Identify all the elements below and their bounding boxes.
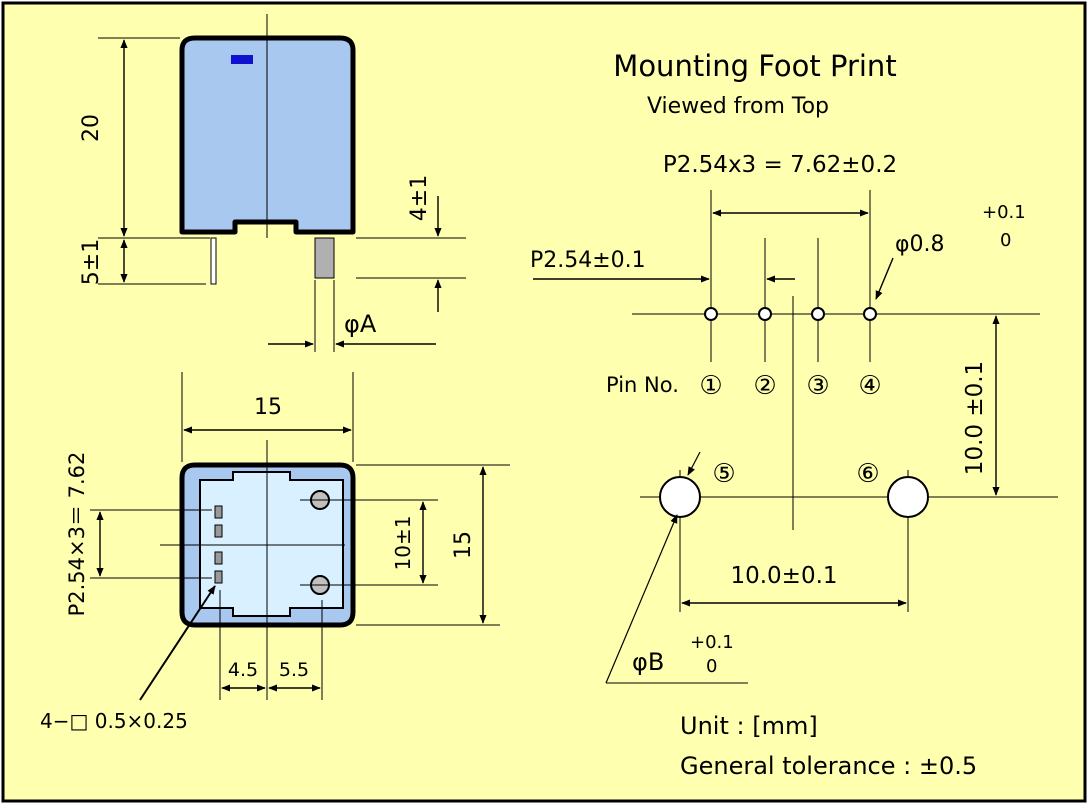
pin-size-note: 4−□ 0.5×0.25 [40, 709, 188, 733]
small-hole-tol-lower: 0 [1000, 230, 1011, 251]
pin-4-pad [214, 570, 223, 584]
height-dim: 20 [79, 114, 104, 142]
side-view: 20 5±1 4±1 φA [79, 14, 466, 352]
pin-2-label: ② [753, 371, 776, 401]
pin-3-pad [214, 551, 223, 565]
lead-diameter-label: φA [344, 310, 377, 338]
footprint-title: Mounting Foot Print [613, 49, 896, 83]
footprint-subtitle: Viewed from Top [647, 94, 829, 119]
width-dim: 15 [254, 395, 282, 420]
leader-line [605, 514, 678, 684]
pin-6-label: ⑥ [856, 459, 879, 489]
hole-3 [811, 307, 825, 321]
small-hole-diameter: φ0.8 [895, 232, 945, 257]
pin-span-dim: 10±1 [391, 516, 415, 571]
hole-2 [758, 307, 772, 321]
lead-thick [314, 237, 335, 279]
small-hole-tol-upper: +0.1 [982, 202, 1026, 223]
unit-note: Unit : [mm] [680, 712, 818, 740]
large-hole-tol-upper: +0.1 [690, 632, 734, 653]
total-pitch-dim: P2.54x3 = 7.62±0.2 [663, 152, 897, 178]
large-hole-spacing-dim: 10.0±0.1 [730, 563, 837, 589]
hole-5 [659, 476, 701, 518]
leader-line [139, 585, 216, 701]
tolerance-note: General tolerance : ±0.5 [680, 752, 977, 780]
inner-outline [199, 471, 344, 617]
footprint: Mounting Foot Print Viewed from Top P2.5… [530, 49, 1058, 780]
pin-5-label: ⑤ [712, 459, 735, 489]
depth-dim: 15 [451, 531, 476, 559]
pin-4-label: ④ [858, 371, 881, 401]
offset-right-dim: 5.5 [279, 659, 309, 681]
pitch-dim: P2.54×3＝ 7.62 [65, 452, 89, 617]
offset-left-dim: 4.5 [228, 659, 258, 681]
leader-line [875, 257, 894, 300]
pin-1-pad [214, 505, 223, 519]
pin-3-label: ③ [806, 371, 829, 401]
pin-no-label: Pin No. [606, 373, 679, 397]
hole-4 [863, 307, 877, 321]
standoff-dim: 5±1 [79, 239, 104, 285]
large-hole-diameter: φB [632, 648, 664, 676]
hole-1 [704, 307, 718, 321]
lead-thin [210, 237, 217, 285]
pin-2-pad [214, 524, 223, 538]
hole-6 [887, 476, 929, 518]
lead-length-dim: 4±1 [407, 175, 432, 221]
row-spacing-dim: 10.0 ±0.1 [962, 361, 988, 475]
leader-line [687, 451, 701, 476]
polarity-marker [231, 55, 253, 64]
bottom-view: 15 15 10±1 P2.54×3＝ 7.62 4.5 5.5 4−□ 0.5… [40, 372, 510, 733]
pitch-dim: P2.54±0.1 [530, 248, 646, 273]
pin-1-label: ① [699, 371, 722, 401]
large-hole-tol-lower: 0 [706, 656, 717, 677]
